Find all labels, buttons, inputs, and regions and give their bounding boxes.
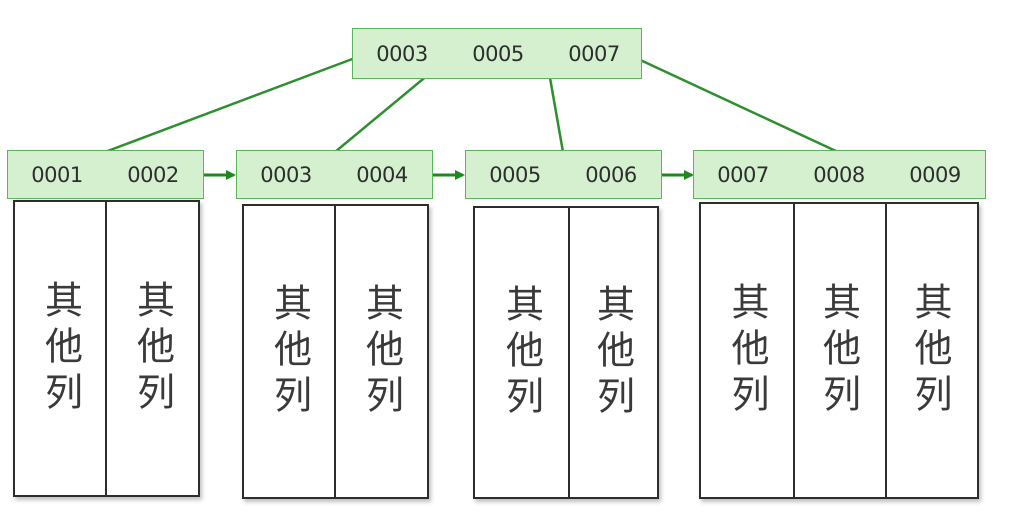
root-node: 0003 0005 0007 xyxy=(352,28,642,79)
leaf-key: 0004 xyxy=(356,162,408,187)
leaf-key: 0005 xyxy=(489,162,541,187)
column-label: 其他列 xyxy=(38,279,83,418)
leaf-node-1-columns: 其他列 其他列 xyxy=(13,200,200,497)
column-divider xyxy=(105,202,107,495)
column-divider xyxy=(793,204,795,497)
root-link-1 xyxy=(104,56,356,154)
leaf-node-3-keys: 0005 0006 xyxy=(465,150,662,199)
leaf-key: 0006 xyxy=(585,162,637,187)
leaf-node-4-columns: 其他列 其他列 其他列 xyxy=(699,202,979,499)
column-label: 其他列 xyxy=(130,279,175,418)
column-label: 其他列 xyxy=(816,281,861,420)
column-label: 其他列 xyxy=(499,283,544,422)
leaf-node-2-keys: 0003 0004 xyxy=(236,150,433,199)
column-divider xyxy=(885,204,887,497)
root-link-4 xyxy=(635,56,839,154)
root-key: 0005 xyxy=(472,41,524,66)
column-label: 其他列 xyxy=(725,281,769,420)
leaf-key: 0009 xyxy=(909,162,961,187)
leaf-key: 0008 xyxy=(813,162,865,187)
leaf-node-1-keys: 0001 0002 xyxy=(7,150,204,199)
column-label: 其他列 xyxy=(359,282,404,421)
leaf-node-3-columns: 其他列 其他列 xyxy=(473,206,659,499)
root-key: 0003 xyxy=(376,41,428,66)
column-label: 其他列 xyxy=(590,283,635,422)
leaf-key: 0007 xyxy=(717,162,769,187)
leaf-key: 0001 xyxy=(31,162,83,187)
column-divider xyxy=(334,206,336,497)
root-key: 0007 xyxy=(568,41,620,66)
column-divider xyxy=(568,208,570,497)
leaf-key: 0002 xyxy=(127,162,179,187)
leaf-node-4-keys: 0007 0008 0009 xyxy=(693,150,986,199)
leaf-node-2-columns: 其他列 其他列 xyxy=(242,204,429,499)
column-label: 其他列 xyxy=(908,281,952,420)
leaf-key: 0003 xyxy=(260,162,312,187)
column-label: 其他列 xyxy=(267,282,312,421)
